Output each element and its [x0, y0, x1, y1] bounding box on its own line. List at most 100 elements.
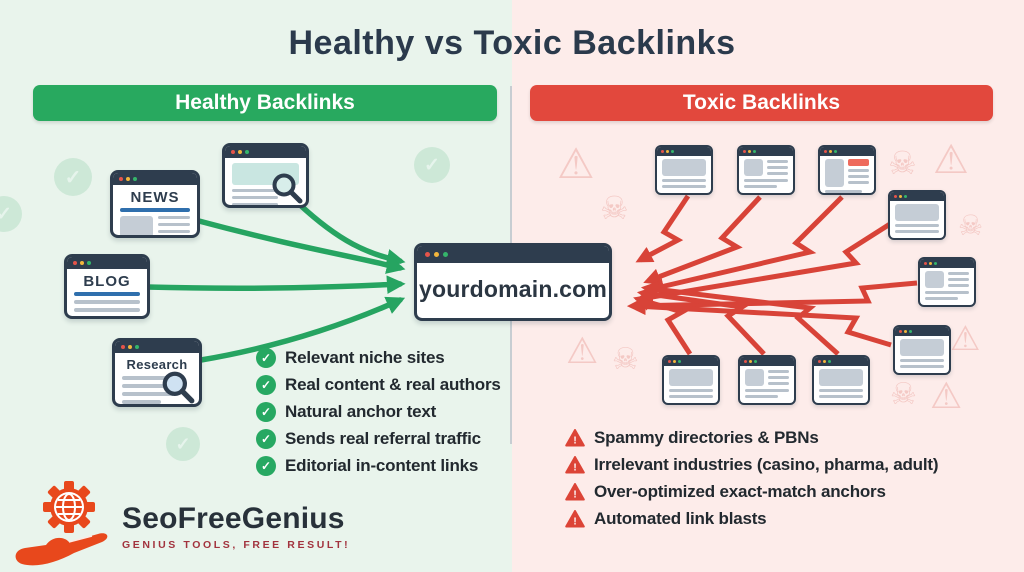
text-line [925, 297, 958, 300]
warning-watermark-icon: ⚠ [557, 140, 595, 187]
text-line [900, 359, 944, 362]
warning-watermark-icon: ⚠ [950, 320, 981, 358]
check-icon: ✓ [256, 428, 276, 449]
list-item: ! Automated link blasts [565, 505, 938, 532]
red-dot-icon [899, 330, 902, 333]
text-line [744, 179, 788, 182]
check-watermark-icon: ✓ [166, 427, 200, 461]
yellow-dot-icon [749, 360, 752, 363]
toxic-site-window [918, 257, 976, 307]
list-item-label: Automated link blasts [594, 508, 767, 528]
magnifier-icon [272, 173, 303, 204]
toxic-arrow [633, 294, 693, 356]
toxic-arrow [636, 286, 766, 356]
toxic-arrow [647, 195, 844, 295]
blog-label: BLOG [83, 273, 131, 290]
red-dot-icon [231, 150, 235, 154]
check-icon: ✓ [256, 347, 276, 368]
text-line [948, 272, 969, 275]
text-line [232, 189, 278, 192]
text-line [768, 376, 789, 379]
news-site-window: NEWS [110, 170, 200, 238]
divider-rule [120, 208, 190, 212]
list-item-label: Over-optimized exact-match anchors [594, 481, 886, 501]
text-line [895, 224, 939, 227]
svg-text:!: ! [573, 462, 576, 473]
healthy-arrow [196, 218, 406, 274]
text-line [122, 384, 174, 388]
skull-watermark-icon: ☠ [600, 190, 629, 226]
warning-watermark-icon: ⚠ [933, 138, 969, 182]
image-placeholder [900, 339, 944, 356]
text-line [767, 172, 788, 175]
svg-text:!: ! [573, 435, 576, 446]
warning-watermark-icon: ⚠ [566, 330, 599, 371]
news-label: NEWS [130, 189, 180, 206]
text-line [825, 190, 863, 193]
text-line [74, 316, 114, 319]
blog-site-window: BLOG [64, 254, 150, 319]
toxic-banner: Toxic Backlinks [530, 85, 993, 121]
list-item-label: Spammy directories & PBNs [594, 427, 819, 447]
window-titlebar [113, 173, 197, 185]
text-line [122, 400, 161, 404]
toxic-site-window [662, 355, 720, 405]
warning-icon: ! [565, 509, 585, 528]
text-line [669, 395, 713, 398]
page-title: Healthy vs Toxic Backlinks [288, 24, 736, 62]
text-line [925, 291, 969, 294]
list-item: ✓ Editorial in-content links [256, 452, 501, 479]
green-dot-icon [904, 195, 907, 198]
text-line [744, 185, 777, 188]
warning-watermark-icon: ⚠ [930, 375, 963, 416]
warning-icon: ! [565, 455, 585, 474]
check-watermark-icon: ✓ [54, 158, 92, 196]
green-dot-icon [133, 177, 137, 181]
list-item-label: Sends real referral traffic [285, 428, 481, 448]
text-line [669, 389, 713, 392]
healthy-banner: Healthy Backlinks [33, 85, 497, 121]
yellow-dot-icon [673, 360, 676, 363]
skull-watermark-icon: ☠ [958, 210, 984, 241]
svg-text:!: ! [573, 516, 576, 527]
research-site-window: Research [112, 338, 202, 407]
yellow-dot-icon [126, 177, 130, 181]
image-placeholder [669, 369, 713, 386]
text-line [662, 179, 706, 182]
list-item: ! Irrelevant industries (casino, pharma,… [565, 451, 939, 478]
green-dot-icon [754, 360, 757, 363]
image-placeholder [895, 204, 939, 221]
window-titlebar [417, 246, 609, 263]
skull-watermark-icon: ☠ [612, 343, 639, 376]
domain-text: yourdomain.com [418, 275, 608, 302]
list-item: ✓ Sends real referral traffic [256, 425, 501, 452]
divider-rule [74, 292, 140, 296]
text-line [158, 237, 180, 238]
text-line [232, 203, 278, 205]
red-dot-icon [73, 261, 77, 265]
yellow-dot-icon [666, 150, 669, 153]
warning-icon: ! [565, 482, 585, 501]
brand-tagline: GENIUS TOOLS, FREE RESULT! [122, 539, 351, 551]
image-placeholder [745, 369, 764, 386]
green-dot-icon [671, 150, 674, 153]
text-line [948, 278, 969, 281]
text-line [900, 365, 944, 368]
yellow-dot-icon [128, 345, 132, 349]
window-titlebar [115, 341, 199, 353]
toxic-warning-list: ! Spammy directories & PBNs ! Irrelevant… [565, 424, 939, 532]
text-line [768, 370, 789, 373]
yellow-dot-icon [238, 150, 242, 154]
text-line [819, 395, 863, 398]
green-dot-icon [443, 252, 448, 257]
text-line [767, 166, 788, 169]
skull-watermark-icon: ☠ [890, 378, 917, 411]
green-dot-icon [135, 345, 139, 349]
red-dot-icon [121, 345, 125, 349]
toxic-arrow [643, 195, 762, 285]
text-line [848, 181, 869, 184]
list-item: ! Over-optimized exact-match anchors [565, 478, 938, 505]
list-item-label: Natural anchor text [285, 401, 437, 421]
check-icon: ✓ [256, 401, 276, 422]
